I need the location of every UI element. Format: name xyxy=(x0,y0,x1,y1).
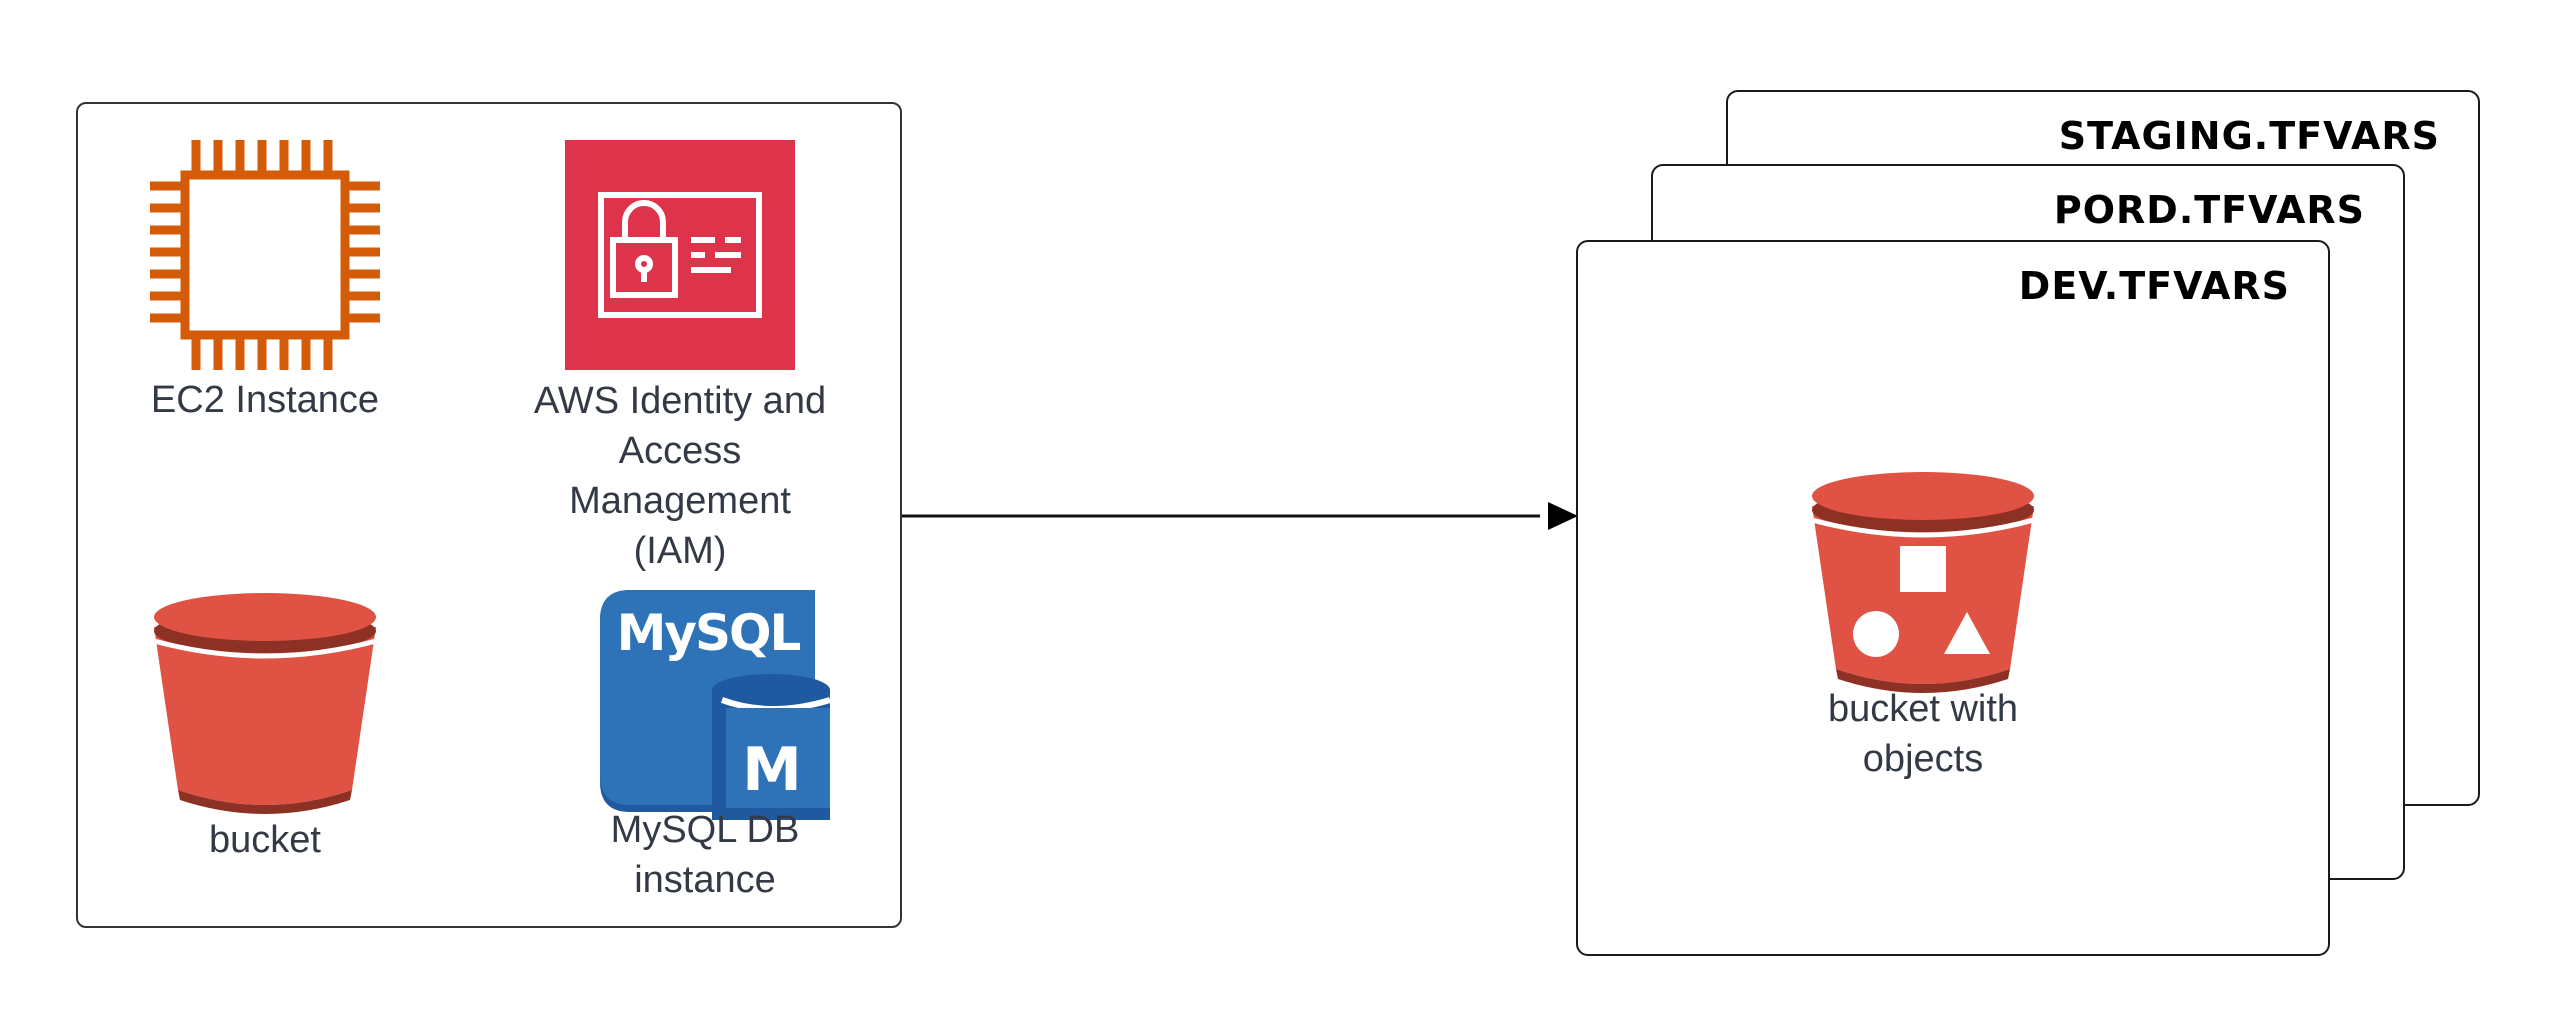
mysql-icon-text: MySQL xyxy=(617,604,801,662)
s3-bucket-icon xyxy=(153,593,377,814)
iam-id-card-lock-icon xyxy=(565,140,795,370)
env-card-dev: DEV.TFVARS bucket with objects xyxy=(1576,240,2330,956)
env-title-pord: PORD.TFVARS xyxy=(2053,188,2365,232)
env-title-dev: DEV.TFVARS xyxy=(2018,264,2290,308)
bucket-with-objects-node: bucket with objects xyxy=(1798,464,2048,794)
iam-node: AWS Identity and Access Management (IAM) xyxy=(510,140,850,580)
iam-label: AWS Identity and Access Management (IAM) xyxy=(533,380,827,572)
mysql-node: MySQL M MySQL DB instance xyxy=(580,590,830,910)
bucket-label: bucket xyxy=(209,819,321,861)
bucket-node: bucket xyxy=(150,585,380,875)
ec2-node: EC2 Instance xyxy=(140,130,390,430)
arrow-right-icon xyxy=(1548,502,1578,530)
bucket-with-objects-label: bucket with objects xyxy=(1827,688,2019,780)
ec2-label: EC2 Instance xyxy=(150,379,380,421)
env-title-staging: STAGING.TFVARS xyxy=(2058,114,2440,158)
mysql-badge-letter: M xyxy=(742,735,802,805)
s3-bucket-with-objects-icon xyxy=(1811,472,2035,693)
mysql-db-instance-icon: MySQL M xyxy=(600,590,830,820)
connector-arrow xyxy=(902,502,1578,530)
ec2-chip-icon xyxy=(150,140,380,370)
mysql-label: MySQL DB instance xyxy=(610,809,800,901)
